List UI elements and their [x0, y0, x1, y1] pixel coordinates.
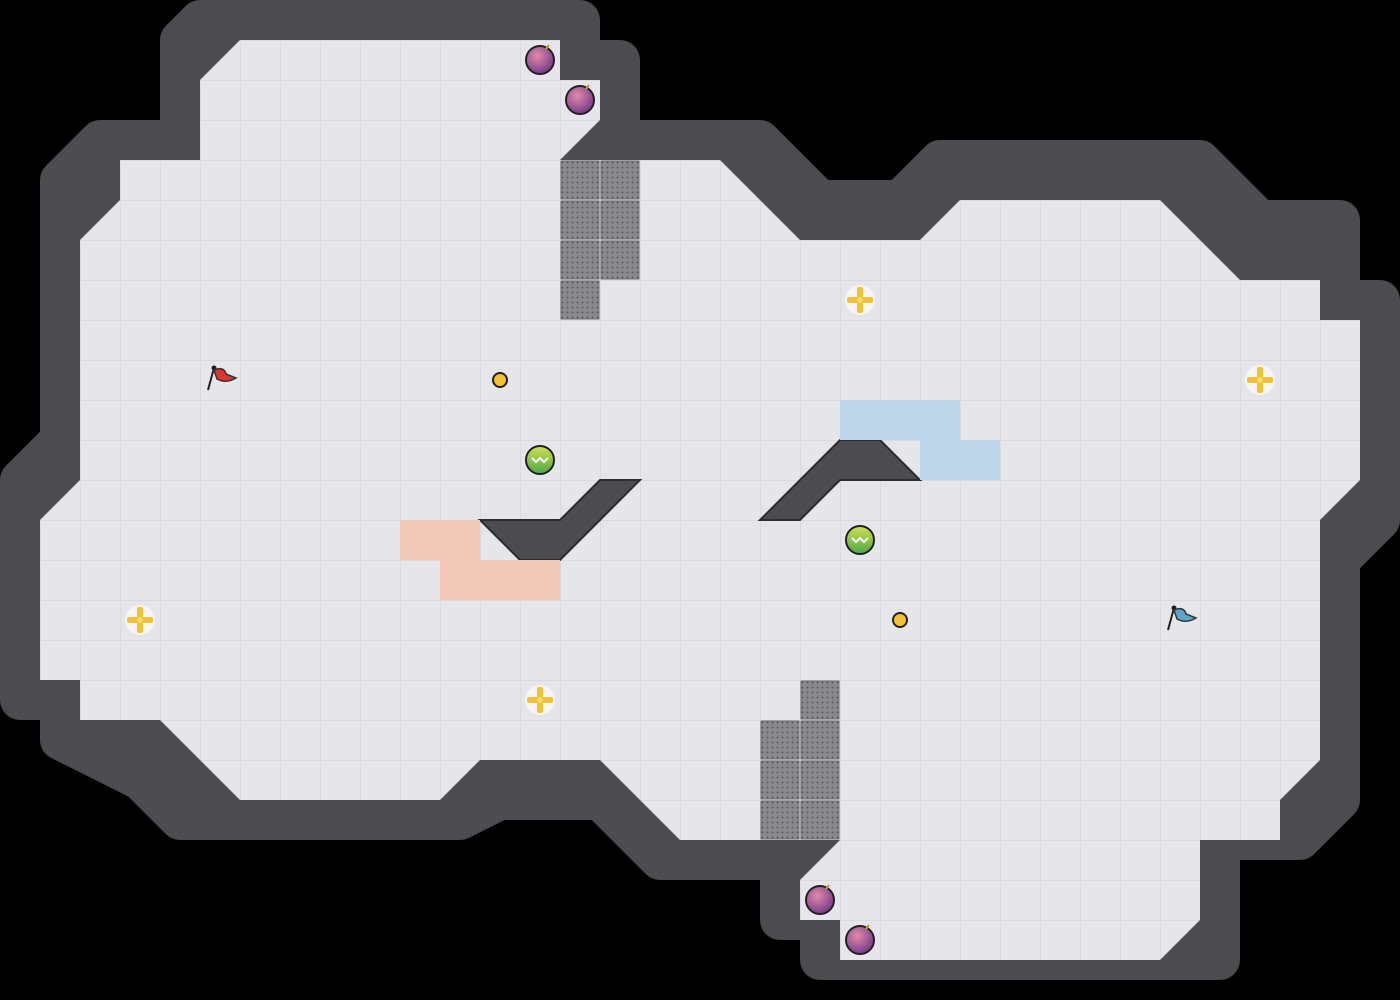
- speed-booster-icon[interactable]: [845, 525, 875, 555]
- speed-booster-icon[interactable]: [525, 445, 555, 475]
- spike-tile: [800, 680, 840, 720]
- blue-zone-tile: [880, 400, 920, 440]
- spike-tile: [760, 720, 800, 760]
- red-zone-tile: [480, 560, 520, 600]
- powerup-icon[interactable]: [525, 685, 555, 715]
- powerup-icon[interactable]: [845, 285, 875, 315]
- bomb-icon[interactable]: [805, 884, 835, 915]
- coin-icon[interactable]: [892, 612, 908, 628]
- spike-tile: [800, 720, 840, 760]
- spike-tile: [560, 240, 600, 280]
- spike-tile: [600, 200, 640, 240]
- bomb-icon[interactable]: [525, 44, 555, 75]
- spike-tile: [560, 160, 600, 200]
- blue-zone-tile: [840, 400, 880, 440]
- spike-tile: [760, 800, 800, 840]
- map-items: [125, 44, 1275, 955]
- powerup-icon[interactable]: [125, 605, 155, 635]
- spike-tile: [800, 760, 840, 800]
- blue-zone-tile: [920, 440, 960, 480]
- red-flag-icon[interactable]: [207, 365, 238, 391]
- red-zone-tile: [440, 520, 480, 560]
- blue-zone-tile: [960, 440, 1000, 480]
- spike-tile: [600, 240, 640, 280]
- spike-tiles: [560, 160, 840, 840]
- red-team-zone: [400, 520, 560, 600]
- bomb-icon[interactable]: [565, 84, 595, 115]
- bomb-icon[interactable]: [845, 924, 875, 955]
- red-zone-tile: [440, 560, 480, 600]
- arena-floor: [40, 40, 1360, 960]
- red-zone-tile: [400, 520, 440, 560]
- blue-zone-tile: [920, 400, 960, 440]
- coin-icon[interactable]: [492, 372, 508, 388]
- spike-tile: [560, 280, 600, 320]
- red-zone-tile: [520, 560, 560, 600]
- spike-tile: [760, 760, 800, 800]
- blue-team-zone: [840, 400, 1000, 480]
- spike-tile: [560, 200, 600, 240]
- spike-tile: [600, 160, 640, 200]
- powerup-icon[interactable]: [1245, 365, 1275, 395]
- blue-flag-icon[interactable]: [1167, 605, 1198, 631]
- spike-tile: [800, 800, 840, 840]
